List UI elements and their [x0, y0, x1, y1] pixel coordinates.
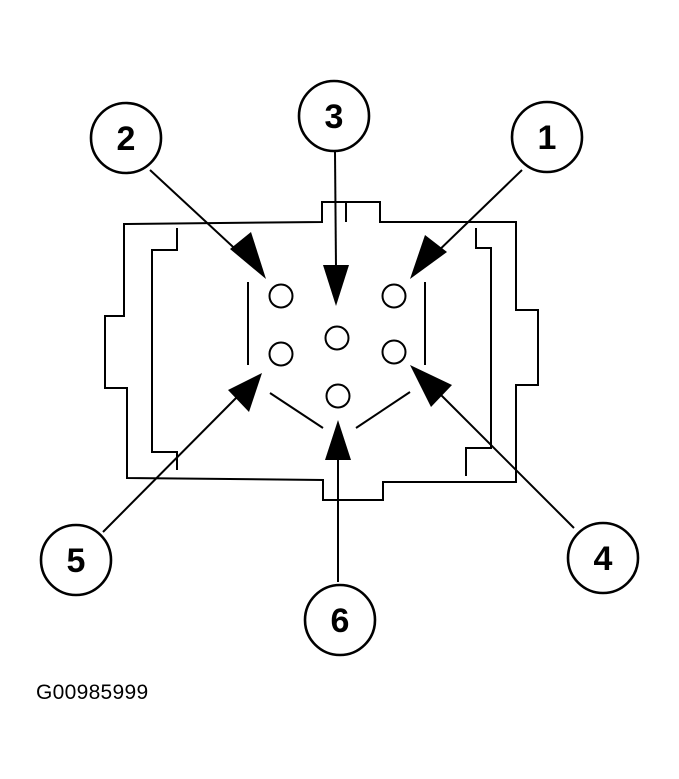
leader-line-5 [102, 391, 243, 533]
callout-label-6: 6 [331, 602, 350, 640]
callout-label-3: 3 [325, 98, 344, 136]
arrowhead-1 [410, 235, 447, 279]
arrowhead-4 [410, 365, 452, 407]
leader-lines [102, 151, 575, 582]
connector-pins [268, 283, 407, 409]
pin-1 [381, 283, 407, 309]
callout-circle-4 [566, 521, 640, 595]
callout-2: 2 [89, 101, 163, 175]
callout-circle-1 [510, 100, 584, 174]
callout-label-4: 4 [594, 540, 613, 578]
callout-circle-5 [39, 523, 113, 597]
callout-circle-6 [303, 583, 377, 657]
leader-line-1 [430, 169, 523, 259]
arrowhead-5 [228, 373, 262, 412]
connector-housing [104, 201, 539, 501]
pin-2 [268, 283, 294, 309]
housing-outer-outline [104, 201, 539, 501]
arrowheads [228, 232, 452, 460]
leader-line-4 [427, 381, 575, 529]
figure-id: G00985999 [36, 681, 149, 704]
callout-label-2: 2 [117, 120, 136, 158]
leader-line-2 [149, 169, 246, 259]
callout-label-1: 1 [538, 119, 557, 157]
callout-4: 4 [566, 521, 640, 595]
callout-5: 5 [39, 523, 113, 597]
pin-4 [381, 339, 407, 365]
pin-6 [325, 383, 351, 409]
leader-line-3 [334, 151, 337, 269]
pin-5 [268, 341, 294, 367]
callout-circle-3 [297, 79, 371, 153]
arrowhead-3 [323, 265, 349, 306]
callout-label-5: 5 [67, 542, 86, 580]
callout-3: 3 [297, 79, 371, 153]
callout-1: 1 [510, 100, 584, 174]
arrowhead-6 [325, 420, 351, 460]
pin-3 [324, 325, 350, 351]
arrowhead-2 [230, 232, 266, 279]
callout-circle-2 [89, 101, 163, 175]
callout-6: 6 [303, 583, 377, 657]
pin-cavity-outline [247, 282, 426, 429]
housing-inner-frame [151, 202, 492, 476]
